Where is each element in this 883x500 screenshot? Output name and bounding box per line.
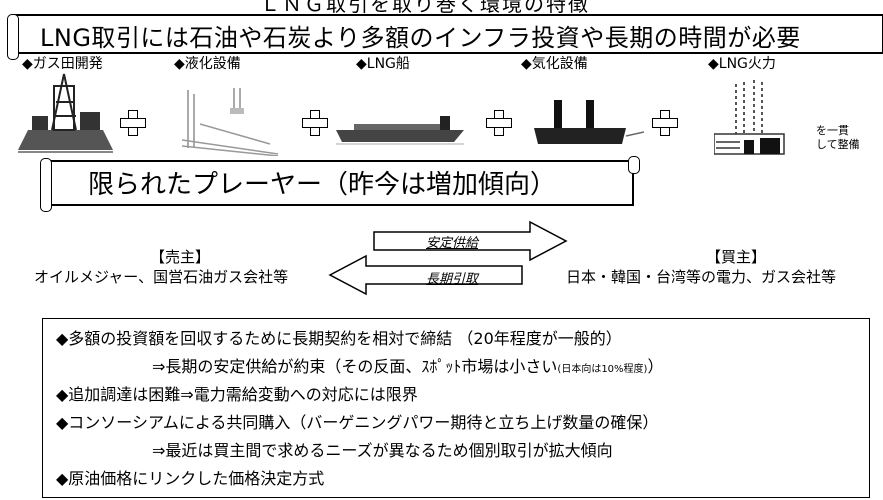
bullet-line-1: ◆多額の投資額を回収するために長期契約を相対で締結 （20年程度が一般的） [56,329,622,348]
plus-connector-4 [652,110,678,136]
offtake-arrow-left [328,254,523,296]
players-banner-title: 限られたプレーヤー（昨今は増加傾向） [88,170,557,200]
buyer-description: 日本・韓国・台湾等の電力、ガス会社等 [566,268,837,286]
seller-label: 【売主】 [150,248,211,266]
stage-label-gas-field: ◆ガス田開発 [22,56,103,72]
characteristics-box [42,318,870,498]
infrastructure-banner-title: LNG取引には石油や石炭より多額のインフラ投資や長期の時間が必要 [40,24,801,52]
stage-label-lng-ship: ◆LNG船 [356,56,410,72]
page-header-cut: ＬＮＧ取引を取り巻く環境の特徴 [260,0,590,16]
stable-supply-label: 安定供給 [426,236,479,251]
lng-power-plant-image [714,80,785,155]
plus-connector-2 [302,110,328,136]
long-term-offtake-label: 長期引取 [426,272,479,287]
regasification-facility-image [534,100,644,144]
bullet-line-5: ⇒最近は買主間で求めるニーズが異なるため個別取引が拡大傾向 [152,441,613,460]
integrated-development-note: を一貫 して整備 [816,124,860,151]
plus-connector-1 [120,110,146,136]
players-banner [40,156,640,212]
gas-field-rig-image [18,73,113,153]
seller-description: オイルメジャー、国営石油ガス会社等 [34,268,289,286]
bullet-line-3: ◆追加調達は困難⇒電力需給変動への対応には限界 [56,385,418,404]
bullet-line-4: ◆コンソーシアムによる共同購入（バーゲニングパワー期待と立ち上げ数量の確保） [56,413,659,432]
liquefaction-plant-image [181,88,279,156]
supply-arrow-right [373,220,568,262]
bullet-line-6: ◆原油価格にリンクした価格決定方式 [56,469,325,488]
scroll-curl-left [7,14,19,60]
lng-ship-image [336,116,464,145]
infrastructure-banner [7,14,883,60]
stage-label-lng-power: ◆LNG火力 [708,56,776,72]
stage-label-regasification: ◆気化設備 [521,56,588,72]
scroll-curl-right [628,156,640,174]
plus-connector-3 [486,110,512,136]
buyer-label: 【買主】 [706,248,767,266]
scroll-curl-left [40,158,52,212]
stage-label-liquefaction: ◆液化設備 [174,56,241,72]
bullet-line-2: ⇒長期の安定供給が約束（その反面、ｽﾎﾟｯﾄ市場は小さい(日本向は10%程度)） [152,357,664,376]
